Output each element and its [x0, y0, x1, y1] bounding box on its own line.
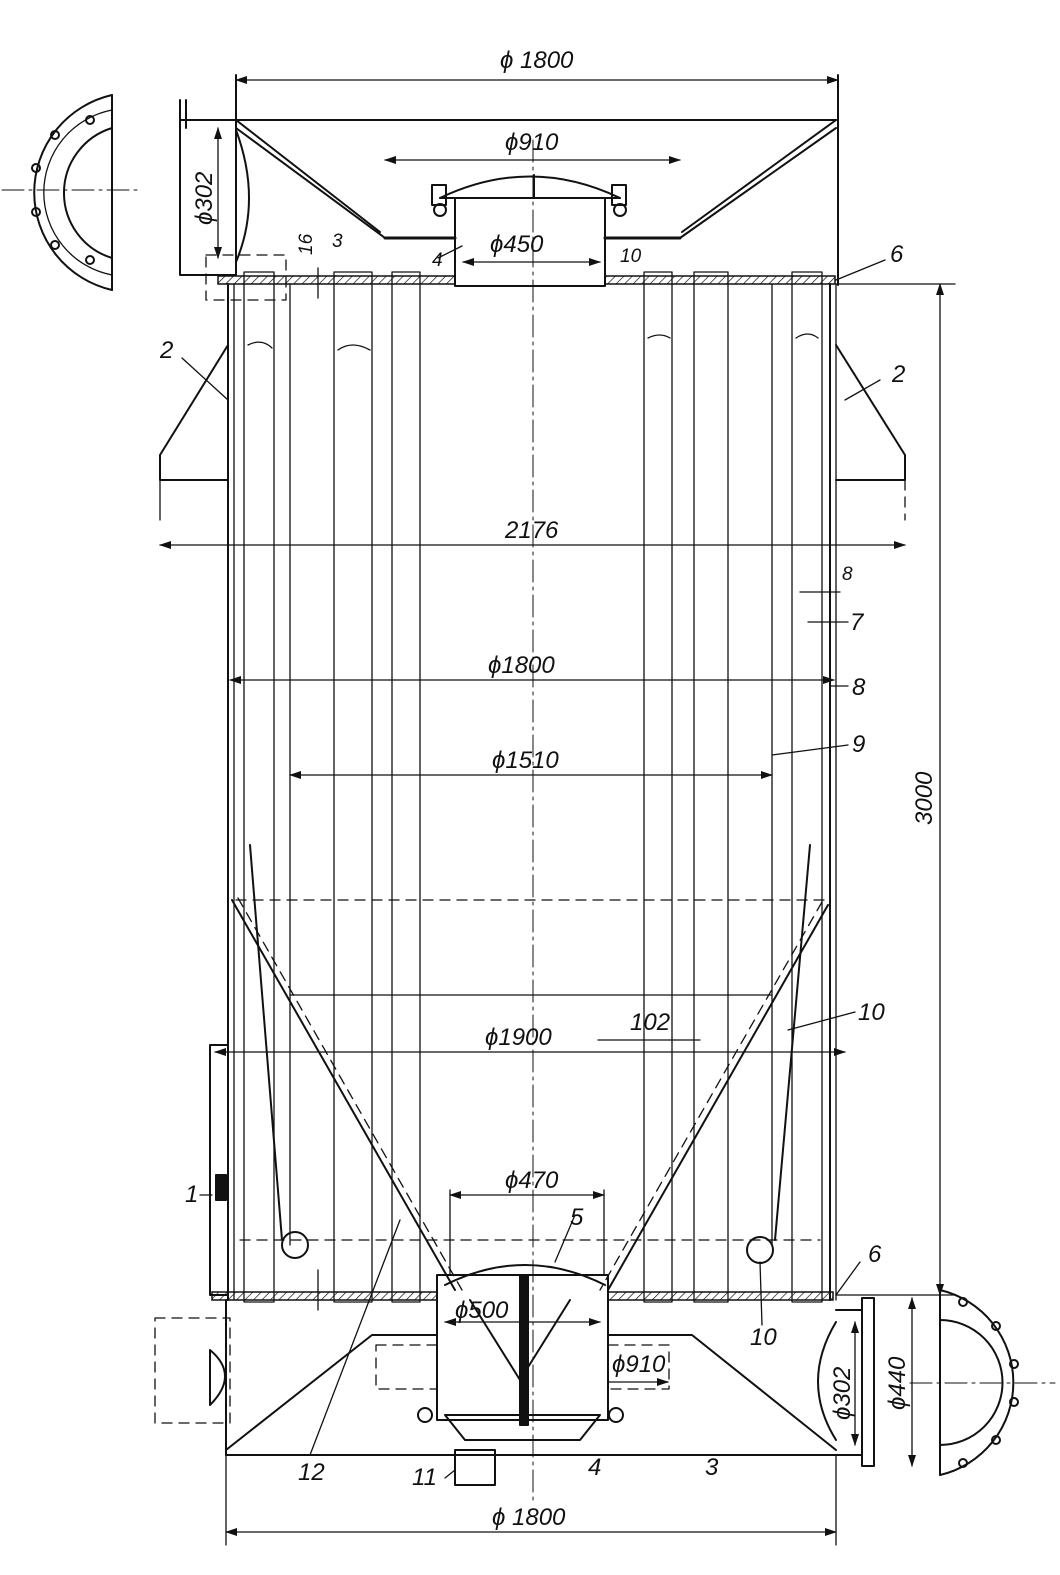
callout-12: 12: [298, 1459, 325, 1486]
dim-shell-diameter: ϕ1800: [488, 652, 555, 679]
dim-small-10: 10: [620, 246, 642, 267]
callout-labels: 1 2 2 3 3 4 4 5 6 6 7 8 9 10 10 11 12: [159, 231, 905, 1491]
filter-shell: [227, 283, 837, 1301]
bottom-outlet-flange: [817, 1289, 1056, 1476]
callout-2-right: 2: [891, 361, 905, 388]
top-inspection-hatch: [431, 174, 627, 287]
callout-2-left: 2: [159, 337, 173, 364]
dim-gap: 102: [630, 1009, 670, 1036]
side-inspection-door: [154, 1044, 231, 1424]
dim-side-pipe: ϕ302: [191, 172, 218, 225]
tension-cords: [231, 844, 829, 1291]
dimension-lines: [159, 76, 956, 1546]
callout-9: 9: [852, 731, 865, 758]
callout-11: 11: [412, 1464, 437, 1491]
dim-bottom-outlet: ϕ910: [612, 1351, 666, 1378]
callout-leaders: [181, 245, 886, 1479]
support-brackets: [159, 344, 906, 521]
dim-height: 3000: [911, 771, 938, 825]
dim-hatch-diameter: ϕ450: [490, 231, 544, 258]
callout-4-top: 4: [432, 250, 443, 271]
top-tube-sheet: [217, 275, 836, 285]
callout-1: 1: [185, 1181, 198, 1208]
dim-support-span: 2176: [504, 517, 559, 544]
dim-ring-diameter: ϕ1900: [485, 1024, 552, 1051]
callout-4-bottom: 4: [588, 1454, 601, 1481]
dim-wall-thickness: 8: [842, 564, 853, 585]
dim-cone-top: ϕ470: [505, 1167, 559, 1194]
callout-5: 5: [570, 1204, 584, 1231]
dim-sleeve-diameter: ϕ1510: [492, 747, 559, 774]
callout-10-bottom: 10: [750, 1324, 777, 1351]
dim-top-diameter: ϕ 1800: [500, 47, 574, 74]
dim-flange-inner: ϕ302: [829, 1367, 856, 1420]
dim-outlet-diameter: ϕ910: [505, 129, 559, 156]
callout-6-bottom: 6: [868, 1241, 882, 1268]
top-housing: [235, 74, 839, 286]
callout-10-right: 10: [858, 999, 885, 1026]
bottom-valve: [417, 1264, 624, 1486]
dimension-labels: ϕ 1800 ϕ910 ϕ450 10 ϕ302 16 2176 8 ϕ1800…: [191, 47, 938, 1531]
top-flange-view: [1, 94, 141, 291]
dim-bottom-diameter: ϕ 1800: [492, 1504, 566, 1531]
callout-8: 8: [852, 674, 866, 701]
filter-bags: [243, 271, 823, 1303]
callout-3-top: 3: [332, 231, 343, 252]
callout-7: 7: [850, 609, 865, 636]
callout-6-top: 6: [890, 241, 904, 268]
callout-3-bottom: 3: [705, 1454, 719, 1481]
dim-plate-thickness: 16: [296, 233, 317, 255]
dim-valve: ϕ500: [455, 1297, 509, 1324]
bottom-hopper: [225, 1299, 837, 1456]
dim-flange-outer: ϕ440: [884, 1356, 911, 1410]
